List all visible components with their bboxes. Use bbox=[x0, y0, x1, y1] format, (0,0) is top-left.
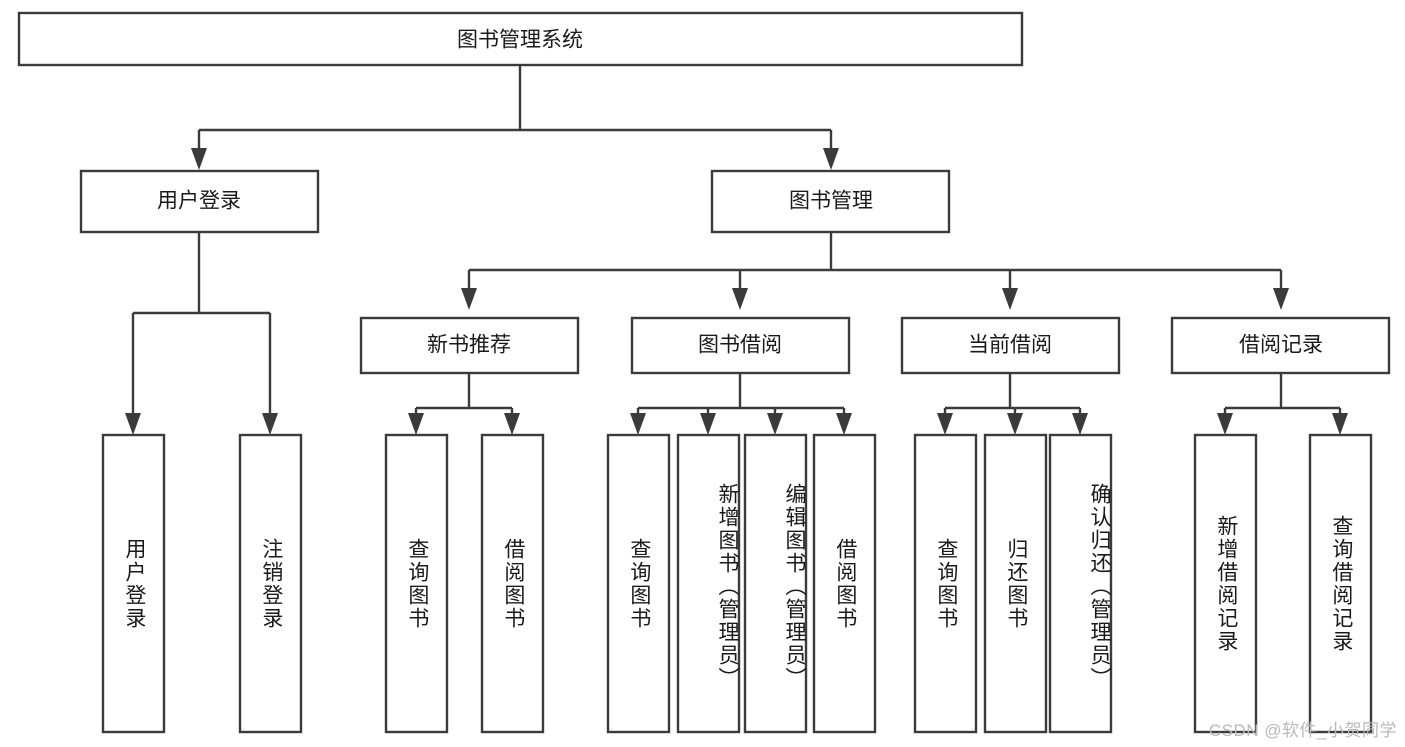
connector-book-borrow-to-leaves bbox=[630, 373, 852, 435]
leaf-box[interactable] bbox=[1048, 433, 1113, 734]
connector-current-borrow-to-leaves bbox=[937, 373, 1088, 435]
arrow-head-icon bbox=[504, 413, 520, 435]
node-book-borrow-label: 图书借阅 bbox=[698, 334, 782, 357]
arrow-head-icon bbox=[700, 413, 716, 435]
connector-root-to-level2 bbox=[191, 65, 839, 170]
arrow-head-icon bbox=[191, 148, 207, 170]
node-root[interactable]: 图书管理系统 bbox=[17, 11, 1024, 67]
node-new-book-recommend[interactable]: 新书推荐 bbox=[359, 316, 580, 375]
node-borrow-record[interactable]: 借阅记录 bbox=[1170, 316, 1391, 375]
arrow-head-icon bbox=[408, 413, 424, 435]
arrow-head-icon bbox=[732, 288, 748, 310]
leaf-box[interactable] bbox=[812, 433, 877, 734]
node-book-management-label: 图书管理 bbox=[789, 190, 873, 213]
leaf-box[interactable] bbox=[676, 433, 741, 734]
connector-new-book-recommend-to-leaves bbox=[408, 373, 520, 435]
node-book-borrow[interactable]: 图书借阅 bbox=[630, 316, 851, 375]
node-current-borrow[interactable]: 当前借阅 bbox=[900, 316, 1121, 375]
leaf-box[interactable] bbox=[1308, 433, 1373, 734]
node-user-login[interactable]: 用户登录 bbox=[79, 169, 320, 234]
node-user-login-box bbox=[79, 169, 320, 234]
arrow-head-icon bbox=[461, 288, 477, 310]
node-current-borrow-label: 当前借阅 bbox=[968, 334, 1052, 357]
arrow-head-icon bbox=[823, 148, 839, 170]
arrow-head-icon bbox=[937, 413, 953, 435]
node-new-book-recommend-box bbox=[359, 316, 580, 375]
arrow-head-icon bbox=[1332, 413, 1348, 435]
arrow-head-icon bbox=[1273, 288, 1289, 310]
leaf-box[interactable] bbox=[1193, 433, 1258, 734]
leaf-box[interactable] bbox=[913, 433, 978, 734]
node-book-management[interactable]: 图书管理 bbox=[710, 169, 951, 234]
node-root-box bbox=[17, 11, 1024, 67]
leaf-box[interactable] bbox=[384, 433, 449, 734]
node-borrow-record-label: 借阅记录 bbox=[1239, 334, 1323, 357]
arrow-head-icon bbox=[630, 413, 646, 435]
leaf-box[interactable] bbox=[983, 433, 1048, 734]
arrow-head-icon bbox=[836, 413, 852, 435]
connector-borrow-record-to-leaves bbox=[1217, 373, 1348, 435]
node-new-book-recommend-label: 新书推荐 bbox=[427, 334, 511, 357]
arrow-head-icon bbox=[1002, 288, 1018, 310]
watermark: CSDN @软件_小贺同学 bbox=[1208, 721, 1397, 740]
connector-book-management-to-level3 bbox=[461, 232, 1289, 310]
arrow-head-icon bbox=[125, 413, 141, 435]
arrow-head-icon bbox=[767, 413, 783, 435]
node-current-borrow-box bbox=[900, 316, 1121, 375]
leaf-box[interactable] bbox=[743, 433, 808, 734]
leaf-box[interactable] bbox=[238, 433, 303, 734]
node-root-label: 图书管理系统 bbox=[457, 29, 583, 52]
arrow-head-icon bbox=[262, 413, 278, 435]
connector-user-login-to-leaves bbox=[125, 232, 278, 435]
arrow-head-icon bbox=[1007, 413, 1023, 435]
node-user-login-label: 用户登录 bbox=[157, 190, 241, 213]
leaf-box[interactable] bbox=[606, 433, 671, 734]
leaf-box[interactable] bbox=[101, 433, 166, 734]
arrow-head-icon bbox=[1217, 413, 1233, 435]
arrow-head-icon bbox=[1072, 413, 1088, 435]
leaf-box[interactable] bbox=[480, 433, 545, 734]
